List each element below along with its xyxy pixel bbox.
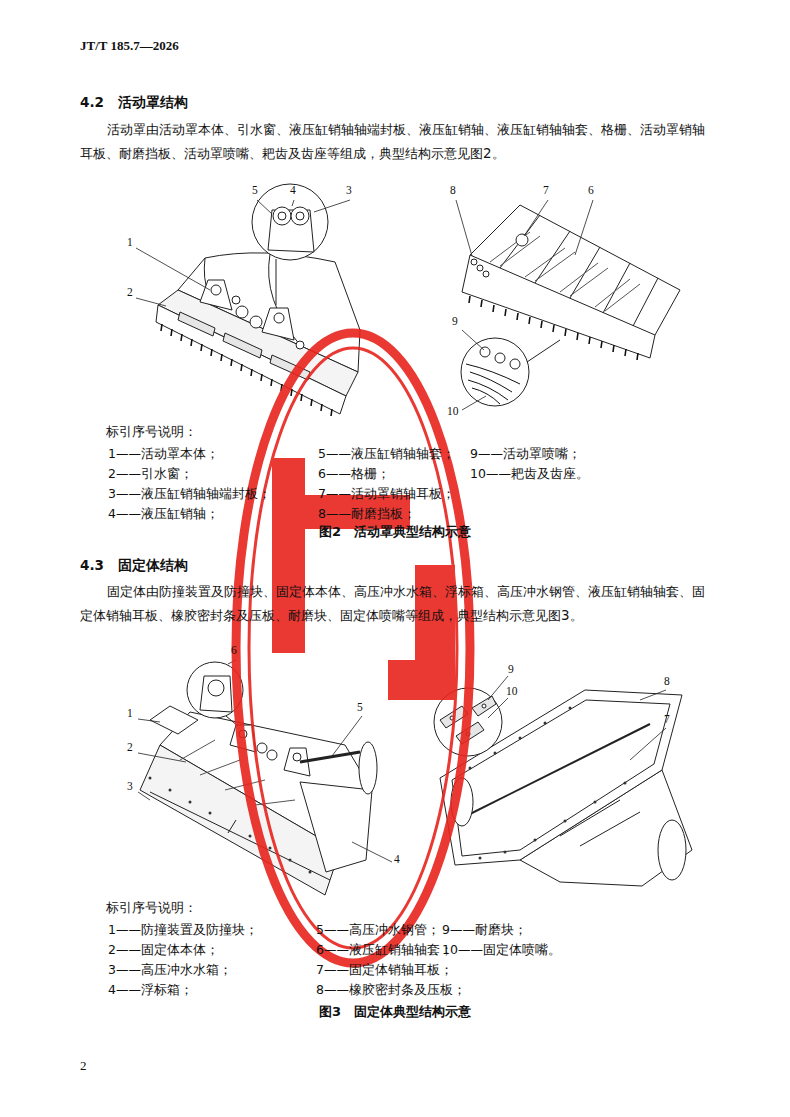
fixed-body-back-view bbox=[434, 688, 692, 886]
legend-item: 7——固定体销轴耳板； bbox=[316, 962, 453, 978]
callout-number: 3 bbox=[346, 183, 352, 197]
paragraph: 固定体由防撞装置及防撞块、固定体本体、高压冲水水箱、浮标箱、高压冲水钢管、液压缸… bbox=[80, 580, 714, 628]
legend-item: 4——浮标箱； bbox=[108, 982, 193, 998]
callout-number: 3 bbox=[127, 779, 133, 793]
callout-number: 7 bbox=[664, 712, 670, 726]
hood-inside-view bbox=[461, 205, 680, 406]
callout-number: 2 bbox=[127, 285, 133, 299]
page-number: 2 bbox=[80, 1058, 87, 1074]
callout-number: 8 bbox=[450, 183, 456, 197]
callout-number: 4 bbox=[394, 852, 400, 866]
legend-item: 1——防撞装置及防撞块； bbox=[108, 922, 258, 938]
legend-title: 标引序号说明： bbox=[106, 424, 197, 440]
legend-item: 6——液压缸销轴轴套； bbox=[316, 942, 453, 958]
legend-item: 3——液压缸销轴轴端封板； bbox=[108, 486, 271, 502]
legend-item: 4——液压缸销轴； bbox=[108, 506, 219, 522]
legend-item: 1——活动罩本体； bbox=[108, 446, 219, 462]
figure-caption: 图3 固定体典型结构示意 bbox=[80, 1004, 710, 1020]
hood-outside-view bbox=[156, 184, 360, 416]
callout-number: 1 bbox=[127, 235, 133, 249]
callout-number: 10 bbox=[447, 404, 459, 418]
paragraph: 活动罩由活动罩本体、引水窗、液压缸销轴轴端封板、液压缸销轴、液压缸销轴轴套、格栅… bbox=[80, 118, 714, 166]
legend-item: 2——固定体本体； bbox=[108, 942, 219, 958]
callout-number: 4 bbox=[290, 183, 296, 197]
callout-number: 1 bbox=[127, 706, 133, 720]
legend-item: 8——橡胶密封条及压板； bbox=[316, 982, 466, 998]
callout-number: 8 bbox=[664, 674, 670, 688]
legend-item: 7——活动罩销轴耳板； bbox=[318, 486, 455, 502]
legend-item: 2——引水窗； bbox=[108, 466, 193, 482]
callout-number: 9 bbox=[508, 662, 514, 676]
legend-item: 6——格栅； bbox=[318, 466, 390, 482]
legend-item: 9——耐磨块； bbox=[442, 922, 527, 938]
watermark-stamp bbox=[236, 333, 470, 963]
section-heading: 4.3 固定体结构 bbox=[80, 557, 188, 574]
callout-number: 7 bbox=[543, 183, 549, 197]
legend-title: 标引序号说明： bbox=[106, 900, 197, 916]
legend-item: 8——耐磨挡板； bbox=[318, 506, 416, 522]
legend-item: 10——固定体喷嘴。 bbox=[442, 942, 561, 958]
callout-number: 6 bbox=[231, 643, 237, 657]
callout-number: 6 bbox=[588, 183, 594, 197]
legend-item: 5——液压缸销轴轴套； bbox=[318, 446, 455, 462]
callout-number: 10 bbox=[506, 684, 518, 698]
section-heading: 4.2 活动罩结构 bbox=[80, 94, 188, 111]
callout-number: 9 bbox=[452, 314, 458, 328]
legend-item: 9——活动罩喷嘴； bbox=[470, 446, 581, 462]
callout-number: 2 bbox=[127, 740, 133, 754]
legend-item: 10——耙齿及齿座。 bbox=[470, 466, 589, 482]
callout-number: 5 bbox=[252, 183, 258, 197]
figure-caption: 图2 活动罩典型结构示意 bbox=[80, 524, 710, 540]
legend-item: 5——高压冲水钢管； bbox=[316, 922, 440, 938]
page-header: JT/T 185.7—2026 bbox=[80, 38, 179, 54]
callout-number: 5 bbox=[357, 700, 363, 714]
legend-item: 3——高压冲水水箱； bbox=[108, 962, 232, 978]
